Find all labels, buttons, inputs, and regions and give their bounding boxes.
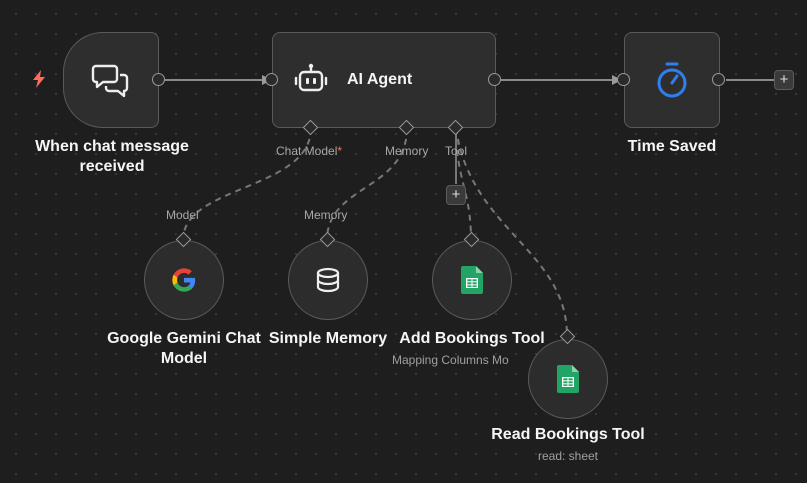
chat-model-port-label: Chat Model* xyxy=(276,144,342,158)
connection-memory xyxy=(326,127,408,241)
chat-bubbles-icon xyxy=(91,64,129,98)
gemini-title-line1: Google Gemini Chat xyxy=(107,330,261,347)
trigger-output-handle[interactable] xyxy=(152,73,165,86)
add-next-node-button[interactable]: + xyxy=(774,70,794,90)
simple-memory-title: Simple Memory xyxy=(268,330,388,347)
chat-trigger-node[interactable] xyxy=(63,32,159,128)
timesaved-output-handle[interactable] xyxy=(712,73,725,86)
simple-memory-node[interactable] xyxy=(288,240,368,320)
robot-icon xyxy=(294,63,328,92)
gemini-model-node[interactable] xyxy=(144,240,224,320)
trigger-title-line1: When chat message xyxy=(35,138,189,155)
add-bookings-title: Add Bookings Tool xyxy=(399,330,545,347)
trigger-title: When chat message received xyxy=(22,137,202,177)
time-saved-node[interactable] xyxy=(624,32,720,128)
agent-input-handle[interactable] xyxy=(265,73,278,86)
time-saved-title: Time Saved xyxy=(627,138,717,155)
gemini-port-label: Model xyxy=(166,208,199,222)
required-mark: * xyxy=(337,144,343,158)
memory-node-port-label: Memory xyxy=(304,208,348,222)
add-bookings-subtitle: Mapping Columns Mo xyxy=(392,353,509,367)
ai-agent-node[interactable]: AI Agent xyxy=(272,32,496,128)
database-icon xyxy=(316,267,340,293)
ai-agent-title: AI Agent xyxy=(347,71,413,88)
connection-model xyxy=(182,127,312,241)
trigger-title-line2: received xyxy=(79,158,145,175)
timesaved-input-handle[interactable] xyxy=(617,73,630,86)
gemini-title-line2: Model xyxy=(160,350,208,367)
connection-tool-add xyxy=(455,127,472,241)
read-bookings-tool-node[interactable] xyxy=(528,339,608,419)
chat-model-port-text: Chat Model xyxy=(276,144,338,158)
connection-tool-read xyxy=(455,127,568,337)
gemini-title: Google Gemini Chat Model xyxy=(94,329,274,369)
tool-port-label: Tool xyxy=(445,144,468,158)
google-sheets-icon xyxy=(461,266,483,294)
agent-output-handle[interactable] xyxy=(488,73,501,86)
add-tool-button[interactable]: + xyxy=(446,185,466,205)
memory-port-label: Memory xyxy=(385,144,429,158)
add-bookings-tool-node[interactable] xyxy=(432,240,512,320)
read-bookings-subtitle: read: sheet xyxy=(537,449,599,463)
read-bookings-title: Read Bookings Tool xyxy=(491,426,645,443)
lightning-icon xyxy=(33,70,45,88)
stopwatch-icon xyxy=(657,62,687,98)
google-g-icon xyxy=(172,268,196,292)
google-sheets-icon xyxy=(557,365,579,393)
